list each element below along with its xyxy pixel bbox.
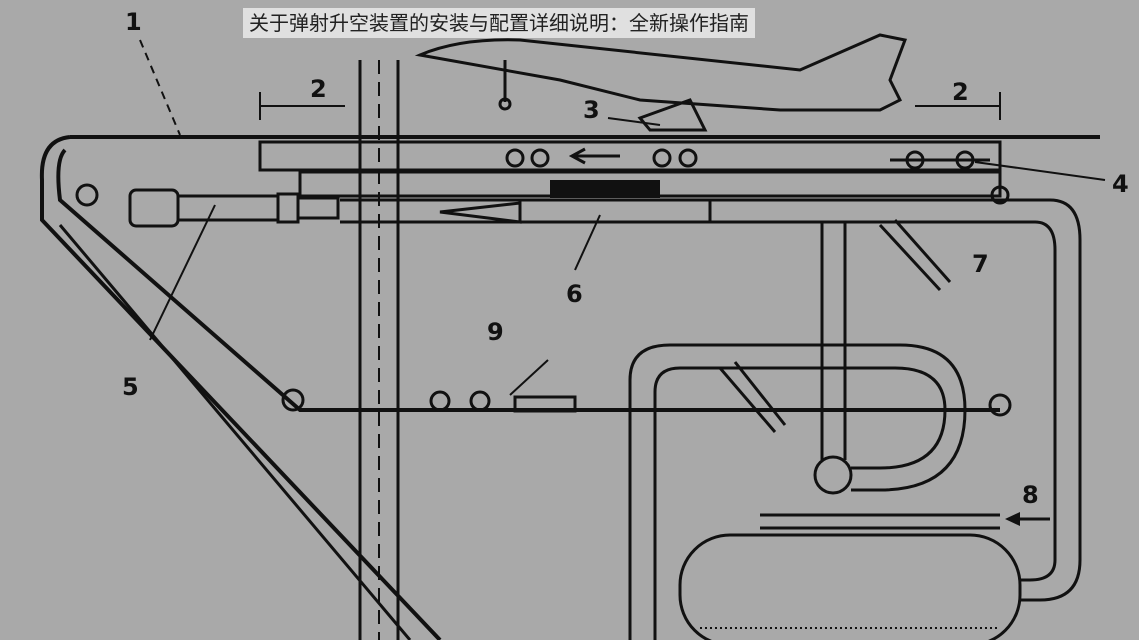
label-6: 6 [566, 280, 583, 308]
pulley-group [75, 183, 1012, 417]
catapult-cylinder [128, 188, 340, 228]
dimension-markers [259, 92, 1001, 120]
support-column [358, 60, 400, 640]
control-valve [718, 219, 952, 433]
air-piping [628, 198, 1082, 640]
brake-carriage [890, 150, 990, 170]
label-4: 4 [1112, 170, 1129, 198]
label-2-right: 2 [952, 78, 969, 106]
label-9: 9 [487, 318, 504, 346]
inlet-arrow [1005, 512, 1050, 526]
piston-assembly [439, 147, 712, 224]
leader-lines [139, 39, 1106, 341]
label-2-left: 2 [310, 75, 327, 103]
page-title: 关于弹射升空装置的安装与配置详细说明：全新操作指南 [243, 8, 755, 38]
launcher-frame [39, 135, 1100, 640]
air-tank [678, 533, 1022, 640]
label-1: 1 [125, 8, 142, 36]
tension-device [509, 359, 577, 413]
drone-aircraft [414, 33, 908, 132]
label-8: 8 [1022, 481, 1039, 509]
label-3: 3 [583, 96, 600, 124]
label-7: 7 [972, 250, 989, 278]
label-5: 5 [122, 373, 139, 401]
